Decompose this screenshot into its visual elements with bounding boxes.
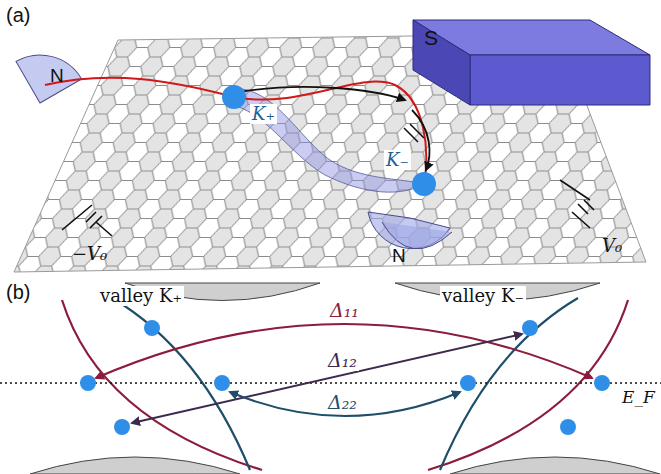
voltage-label: V₀ xyxy=(602,236,622,256)
pairing-arrow xyxy=(132,334,522,423)
panel-label: (b) xyxy=(6,281,30,303)
fermi-label: E_F xyxy=(620,388,657,407)
wave-ribbon xyxy=(228,89,424,192)
valley-label: K₋ xyxy=(384,150,411,170)
pairing-arrow xyxy=(230,392,460,416)
pairing-label: Δ₁₂ xyxy=(326,350,359,371)
superconductor-front xyxy=(470,55,650,105)
valley-label: K₊ xyxy=(250,104,277,124)
valence-band xyxy=(30,457,240,474)
trajectory xyxy=(45,78,426,184)
node-text: S xyxy=(424,26,438,49)
fermi-level xyxy=(0,382,661,384)
valley-dot xyxy=(222,85,246,109)
lead-label: N xyxy=(50,66,64,87)
pairing-label: Δ₁₁ xyxy=(328,300,361,321)
contact-wires xyxy=(404,124,424,142)
normal-lead xyxy=(16,37,82,103)
valley-title: valley K₋ xyxy=(440,286,526,306)
pairing-arrow xyxy=(96,324,592,378)
valley-dot xyxy=(412,172,436,196)
valley-title: valley K₊ xyxy=(98,286,184,306)
valence-band xyxy=(450,457,660,474)
andreev-path xyxy=(412,110,429,170)
state-dots xyxy=(80,320,610,435)
andreev-path xyxy=(240,87,405,100)
band-curves xyxy=(62,298,628,470)
voltage-label: −V₀ xyxy=(72,244,107,264)
normal-lead xyxy=(382,222,452,249)
superconductor-side xyxy=(413,20,470,105)
superconductor-box: S xyxy=(424,26,438,49)
voltage-source xyxy=(62,180,594,236)
panel-label: (a) xyxy=(6,4,30,26)
lead-label: N xyxy=(392,246,406,267)
pairing-label: Δ₂₂ xyxy=(326,392,359,413)
